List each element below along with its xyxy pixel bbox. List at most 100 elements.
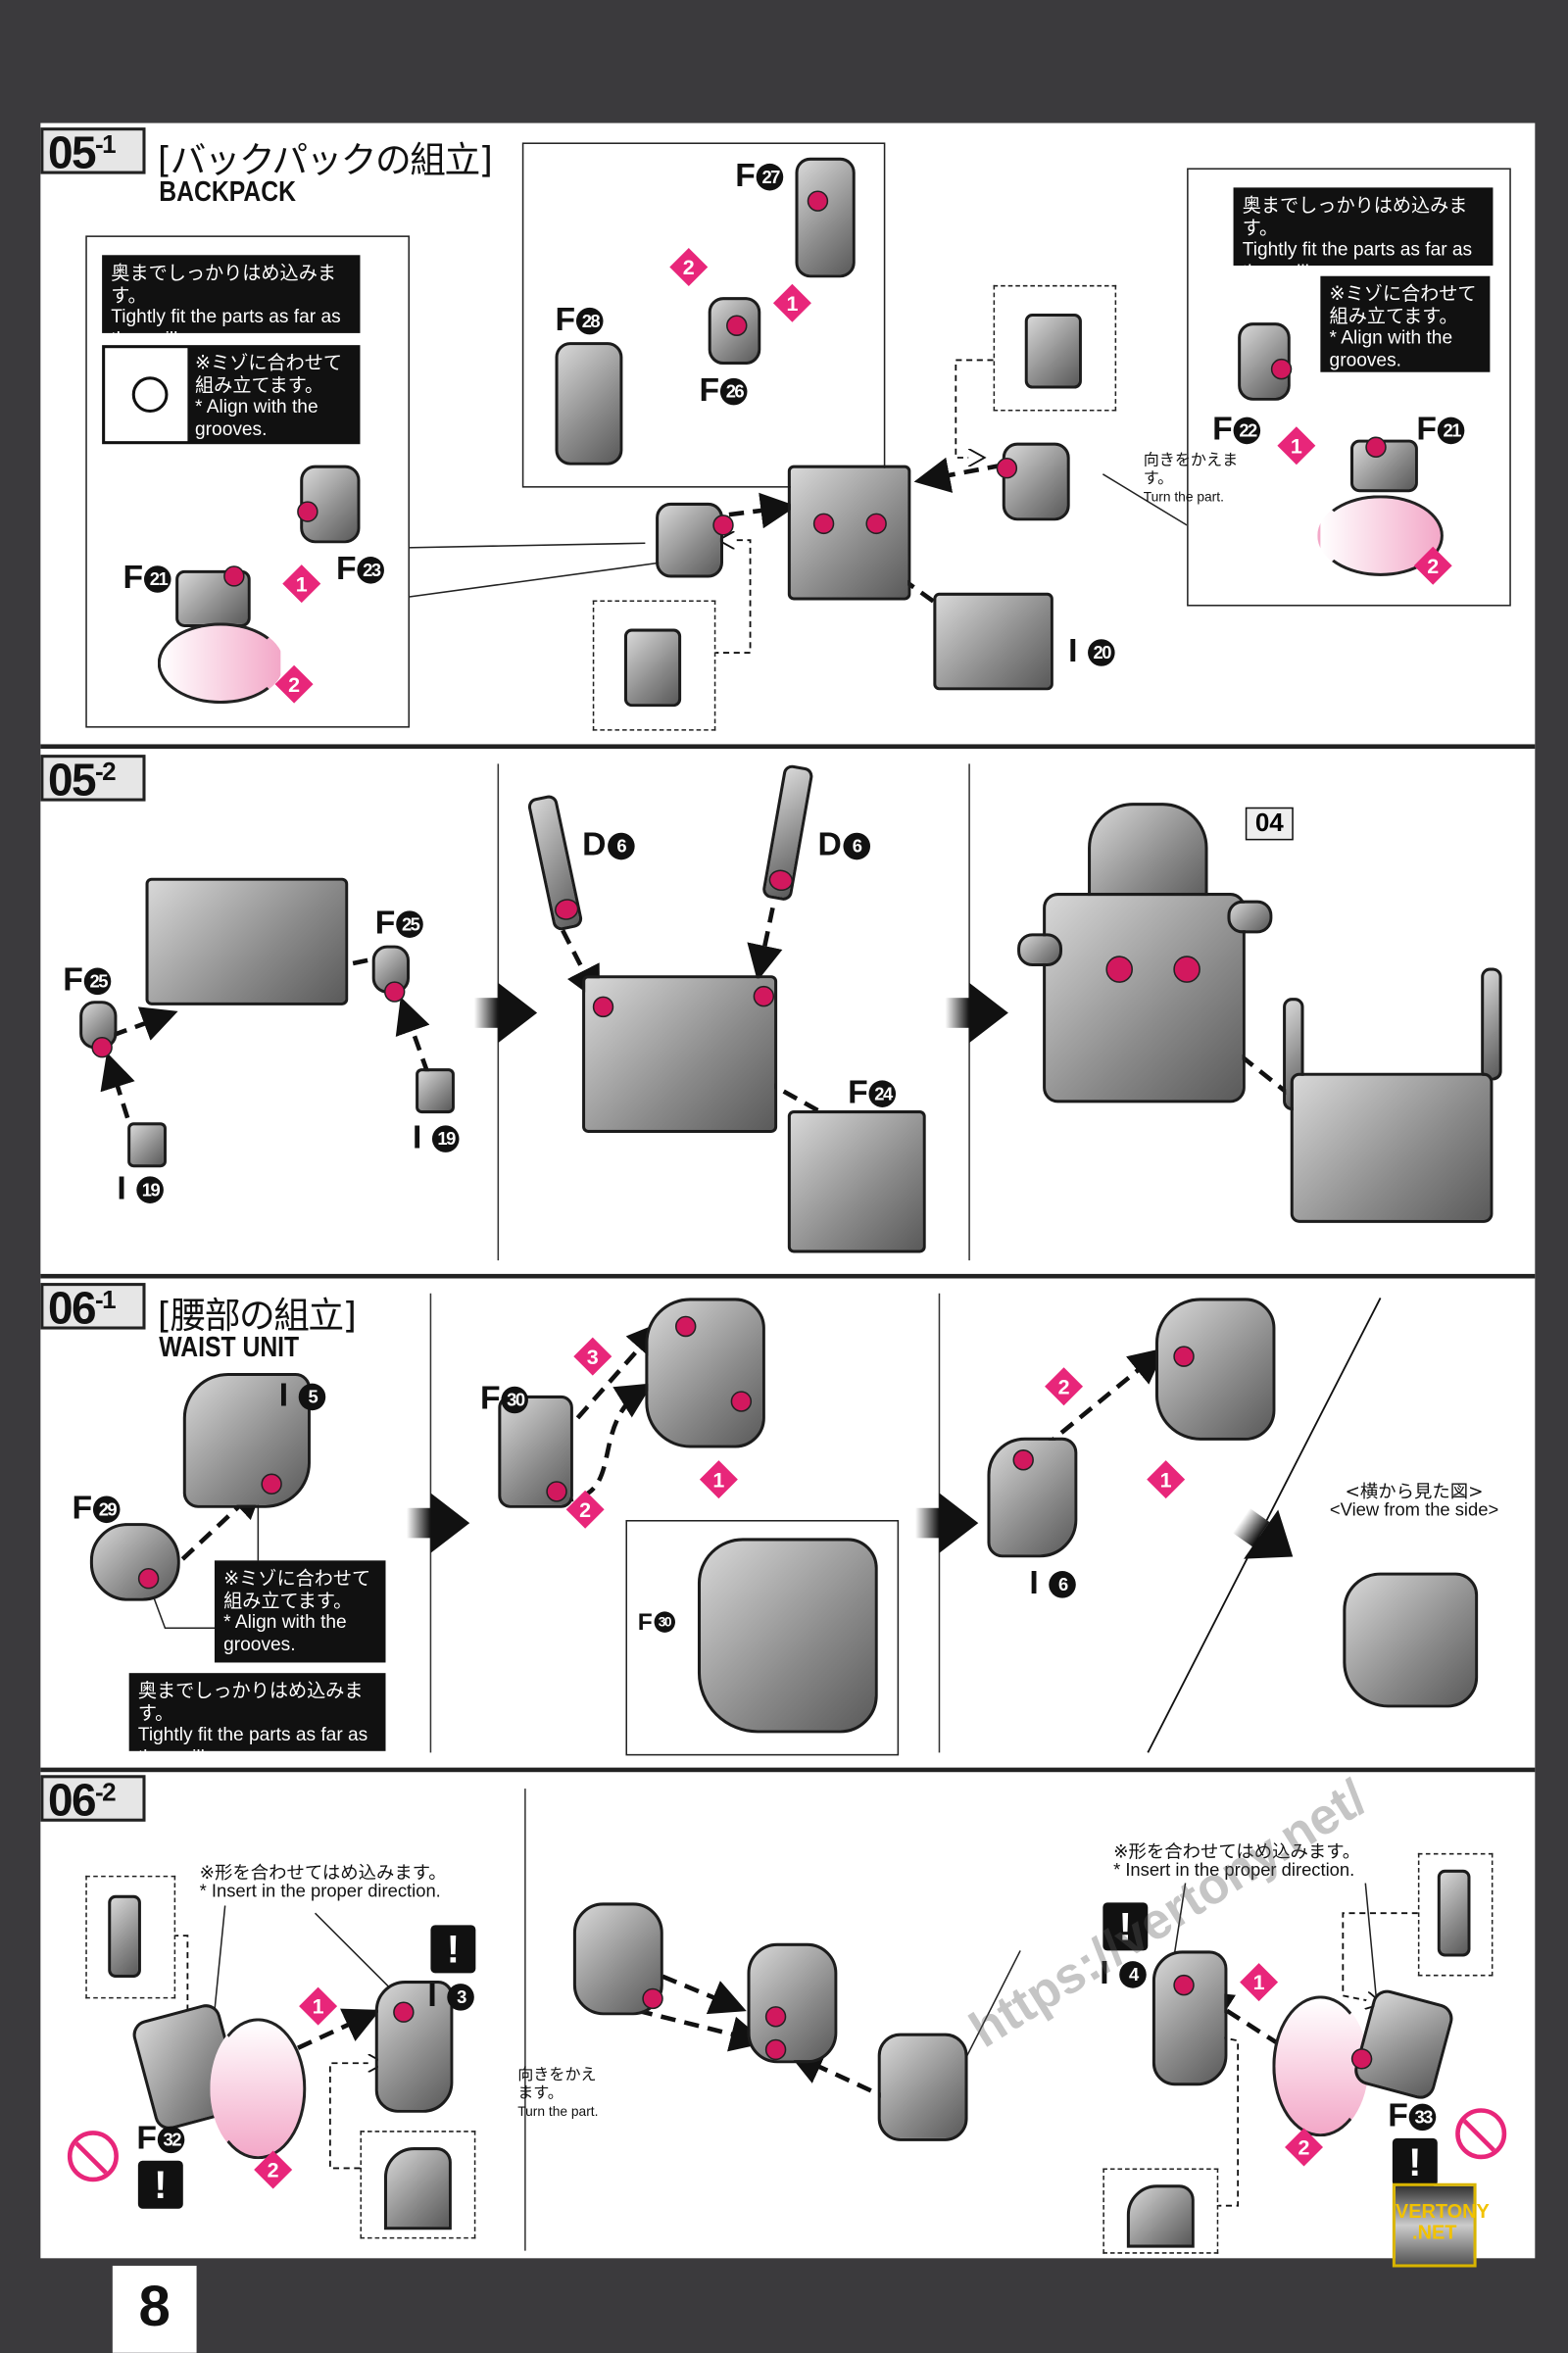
part-f25: [371, 945, 410, 1003]
arrow-i19: [100, 1052, 135, 1119]
detail-callout: [592, 600, 716, 731]
rotate-arrow: [157, 622, 284, 705]
groove-icon: [105, 348, 188, 442]
no-cutter-icon: [1455, 2108, 1507, 2160]
part-i20: [933, 592, 1054, 691]
detail-callout: [993, 284, 1117, 412]
rotate-arrow: [1272, 1995, 1369, 2137]
part-waist-left: [572, 1902, 663, 2016]
step-marker-2: 2: [669, 248, 709, 287]
arrow-right-part: [913, 457, 1004, 493]
section-title-jp: [腰部の組立]: [157, 1295, 357, 1338]
arrow-mid-c: [787, 2050, 894, 2103]
arrow-f30: [575, 1321, 663, 1420]
step-marker-1: 1: [1277, 426, 1316, 466]
part-label-i4: I 4: [1100, 1953, 1148, 1992]
part-i3: [374, 1981, 454, 2113]
section-divider: [40, 1273, 1536, 1279]
part-waist-detail: [697, 1538, 878, 1734]
part-f24: [787, 1110, 926, 1253]
reference-step-04: 04: [1245, 807, 1294, 841]
rotate-arrow: [210, 2018, 307, 2160]
step-label-05-1: 05-1: [40, 127, 146, 177]
step-marker-3: 3: [573, 1337, 612, 1376]
section-title-jp: [バックパックの組立]: [157, 139, 493, 182]
arrow-i19b: [395, 997, 430, 1074]
part-f27: [795, 157, 856, 278]
step-marker-1: 1: [772, 283, 811, 322]
section-divider: [40, 1767, 1536, 1773]
section-title-en: BACKPACK: [159, 176, 296, 209]
part-backpack-side-right: [996, 442, 1070, 521]
part-f30: [498, 1395, 573, 1508]
part-f23: [297, 465, 361, 544]
no-cutter-icon: [67, 2131, 119, 2182]
insert-direction-note: ※形を合わせてはめ込みます。* Insert in the proper dir…: [199, 1862, 447, 1901]
next-step-arrow: [406, 1493, 470, 1553]
section-divider: [40, 744, 1536, 750]
part-f28: [555, 342, 623, 466]
warning-icon: !: [430, 1925, 476, 1974]
gundam-torso: [1043, 893, 1246, 1103]
step-marker-1: 1: [699, 1460, 738, 1499]
callout-arrows: [172, 359, 1418, 2207]
section-title-en: WAIST UNIT: [159, 1332, 300, 1364]
part-label-i19: I 19: [117, 1169, 165, 1208]
part-i19: [416, 1068, 455, 1114]
part-f22: [1238, 322, 1293, 401]
insert-direction-note: ※形を合わせてはめ込みます。* Insert in the proper dir…: [1113, 1840, 1361, 1881]
step-marker-1: 1: [299, 1986, 338, 2026]
note-align-grooves: ※ミゾに合わせて組み立てます。* Align with the grooves.: [1320, 275, 1491, 372]
note-tight-fit: 奥までしっかりはめ込みます。Tightly fit the parts as f…: [102, 255, 361, 350]
note-tight-fit: 奥までしっかりはめ込みます。Tightly fit the parts as f…: [1233, 187, 1494, 282]
part-label-i5: I 5: [279, 1376, 326, 1415]
step-marker-2: 2: [1285, 2128, 1324, 2167]
part-backpack-assembled: [582, 975, 778, 1133]
arrow-f25: [112, 1006, 178, 1041]
side-view-caption: <横から見た図><View from the side>: [1329, 1481, 1499, 1521]
part-waist-right: [877, 2033, 968, 2141]
step-label-06-1: 06-1: [40, 1283, 146, 1333]
step-marker-2: 2: [565, 1490, 605, 1529]
detail-callout: [360, 2131, 476, 2239]
part-waist-center: [747, 1942, 838, 2064]
part-backpack-core: [787, 465, 911, 601]
gundam-shoulder-right: [1227, 900, 1273, 934]
step-marker-2: 2: [254, 2150, 293, 2189]
part-backpack-assembled: [145, 877, 349, 1005]
detail-callout: [1102, 2168, 1219, 2254]
part-i6: [987, 1437, 1078, 1558]
step-marker-1: 1: [1147, 1460, 1186, 1499]
next-step-arrow: [914, 1493, 979, 1553]
part-i5: [182, 1372, 311, 1508]
part-f26: [708, 297, 761, 366]
part-waist-side-view: [1343, 1572, 1479, 1708]
note-tight-fit: 奥までしっかりはめ込みます。Tightly fit the parts as f…: [128, 1673, 386, 1768]
watermark-badge: VERTONY.NET: [1392, 2182, 1490, 2268]
part-backpack-side-left: [656, 502, 734, 578]
part-label-i19: I 19: [413, 1118, 460, 1157]
part-label-i6: I 6: [1029, 1563, 1077, 1602]
backpack-antenna: [1481, 967, 1502, 1081]
step-marker-1: 1: [282, 564, 321, 604]
detail-callout: [1417, 1852, 1494, 1977]
step-marker-1: 1: [1240, 1963, 1279, 2002]
part-label-i3: I 3: [427, 1976, 475, 2015]
arrow-mid-a: [616, 1955, 747, 2015]
detail-callout: [85, 1875, 176, 1999]
step-marker-2: 2: [1045, 1367, 1084, 1406]
